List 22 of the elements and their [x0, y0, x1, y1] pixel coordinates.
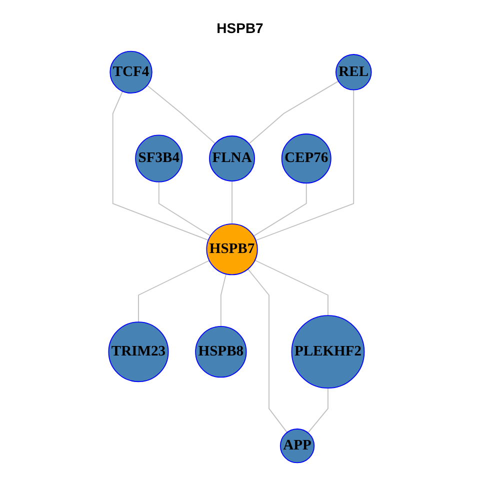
- connector: [248, 80, 339, 144]
- node-circle: TRIM23: [108, 322, 169, 382]
- connector: [255, 89, 354, 241]
- node-circle: SF3B4: [135, 134, 183, 182]
- connector: [112, 90, 209, 241]
- node-circle: TCF4: [110, 50, 152, 94]
- node-circle: FLNA: [209, 136, 255, 182]
- connector: [158, 181, 211, 236]
- connector: [253, 182, 307, 236]
- connector: [308, 388, 328, 434]
- connector: [138, 260, 210, 322]
- node-circle: HSPB8: [195, 326, 247, 378]
- connector: [220, 274, 226, 327]
- title: HSPB7: [216, 20, 264, 36]
- node-circle: APP: [280, 428, 315, 464]
- connector: [248, 268, 288, 433]
- node-circle: CEP76: [281, 134, 332, 184]
- node-circle: PLEKHF2: [291, 315, 365, 389]
- node-circle: REL: [335, 54, 372, 90]
- connector: [146, 84, 216, 144]
- node-circle: HSPB7: [206, 224, 258, 276]
- connector: [254, 260, 328, 316]
